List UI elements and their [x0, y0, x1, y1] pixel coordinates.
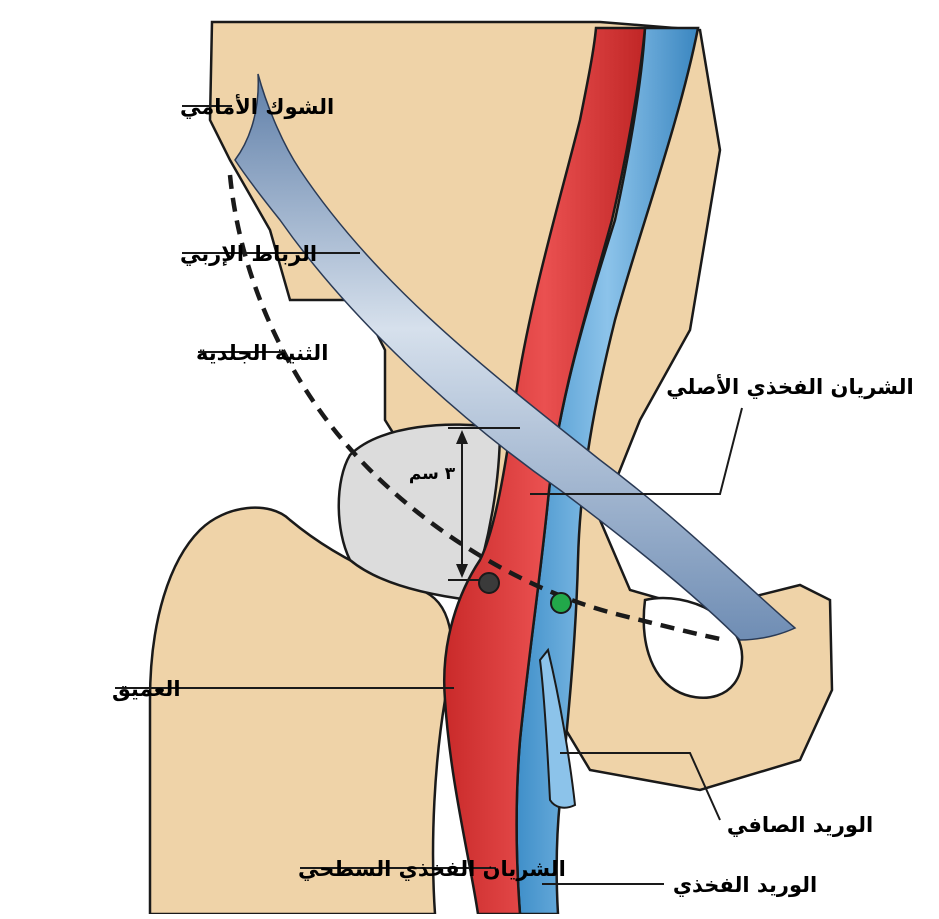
label-saphenous-vein: الوريد الصافي [727, 813, 873, 837]
measure-arrow-head-bottom [456, 564, 468, 578]
artery-puncture-marker [478, 572, 500, 594]
inguinal-ligament-band [234, 73, 797, 641]
label-asis: الشوك الأمامي [180, 93, 334, 119]
label-inguinal-ligament: الرباط الإربي [180, 242, 317, 266]
label-deep: العميق [112, 677, 181, 701]
label-femoral-vein: الوريد الفخذي [673, 873, 817, 898]
label-distance: ٣ سم [409, 464, 456, 484]
vein-puncture-marker [550, 592, 572, 614]
saphenous-vein-vessel [538, 647, 577, 809]
label-common-femoral-artery: الشريان الفخذي الأصلي [666, 373, 914, 400]
label-skin-crease: الثنية الجلدية [196, 341, 328, 365]
leader-common-femoral [530, 407, 743, 495]
leader-saphenous [560, 752, 721, 821]
measure-arrow-head-top [456, 430, 468, 444]
label-superficial-femoral-artery: الشريان الفخذي السطحي [298, 857, 566, 882]
